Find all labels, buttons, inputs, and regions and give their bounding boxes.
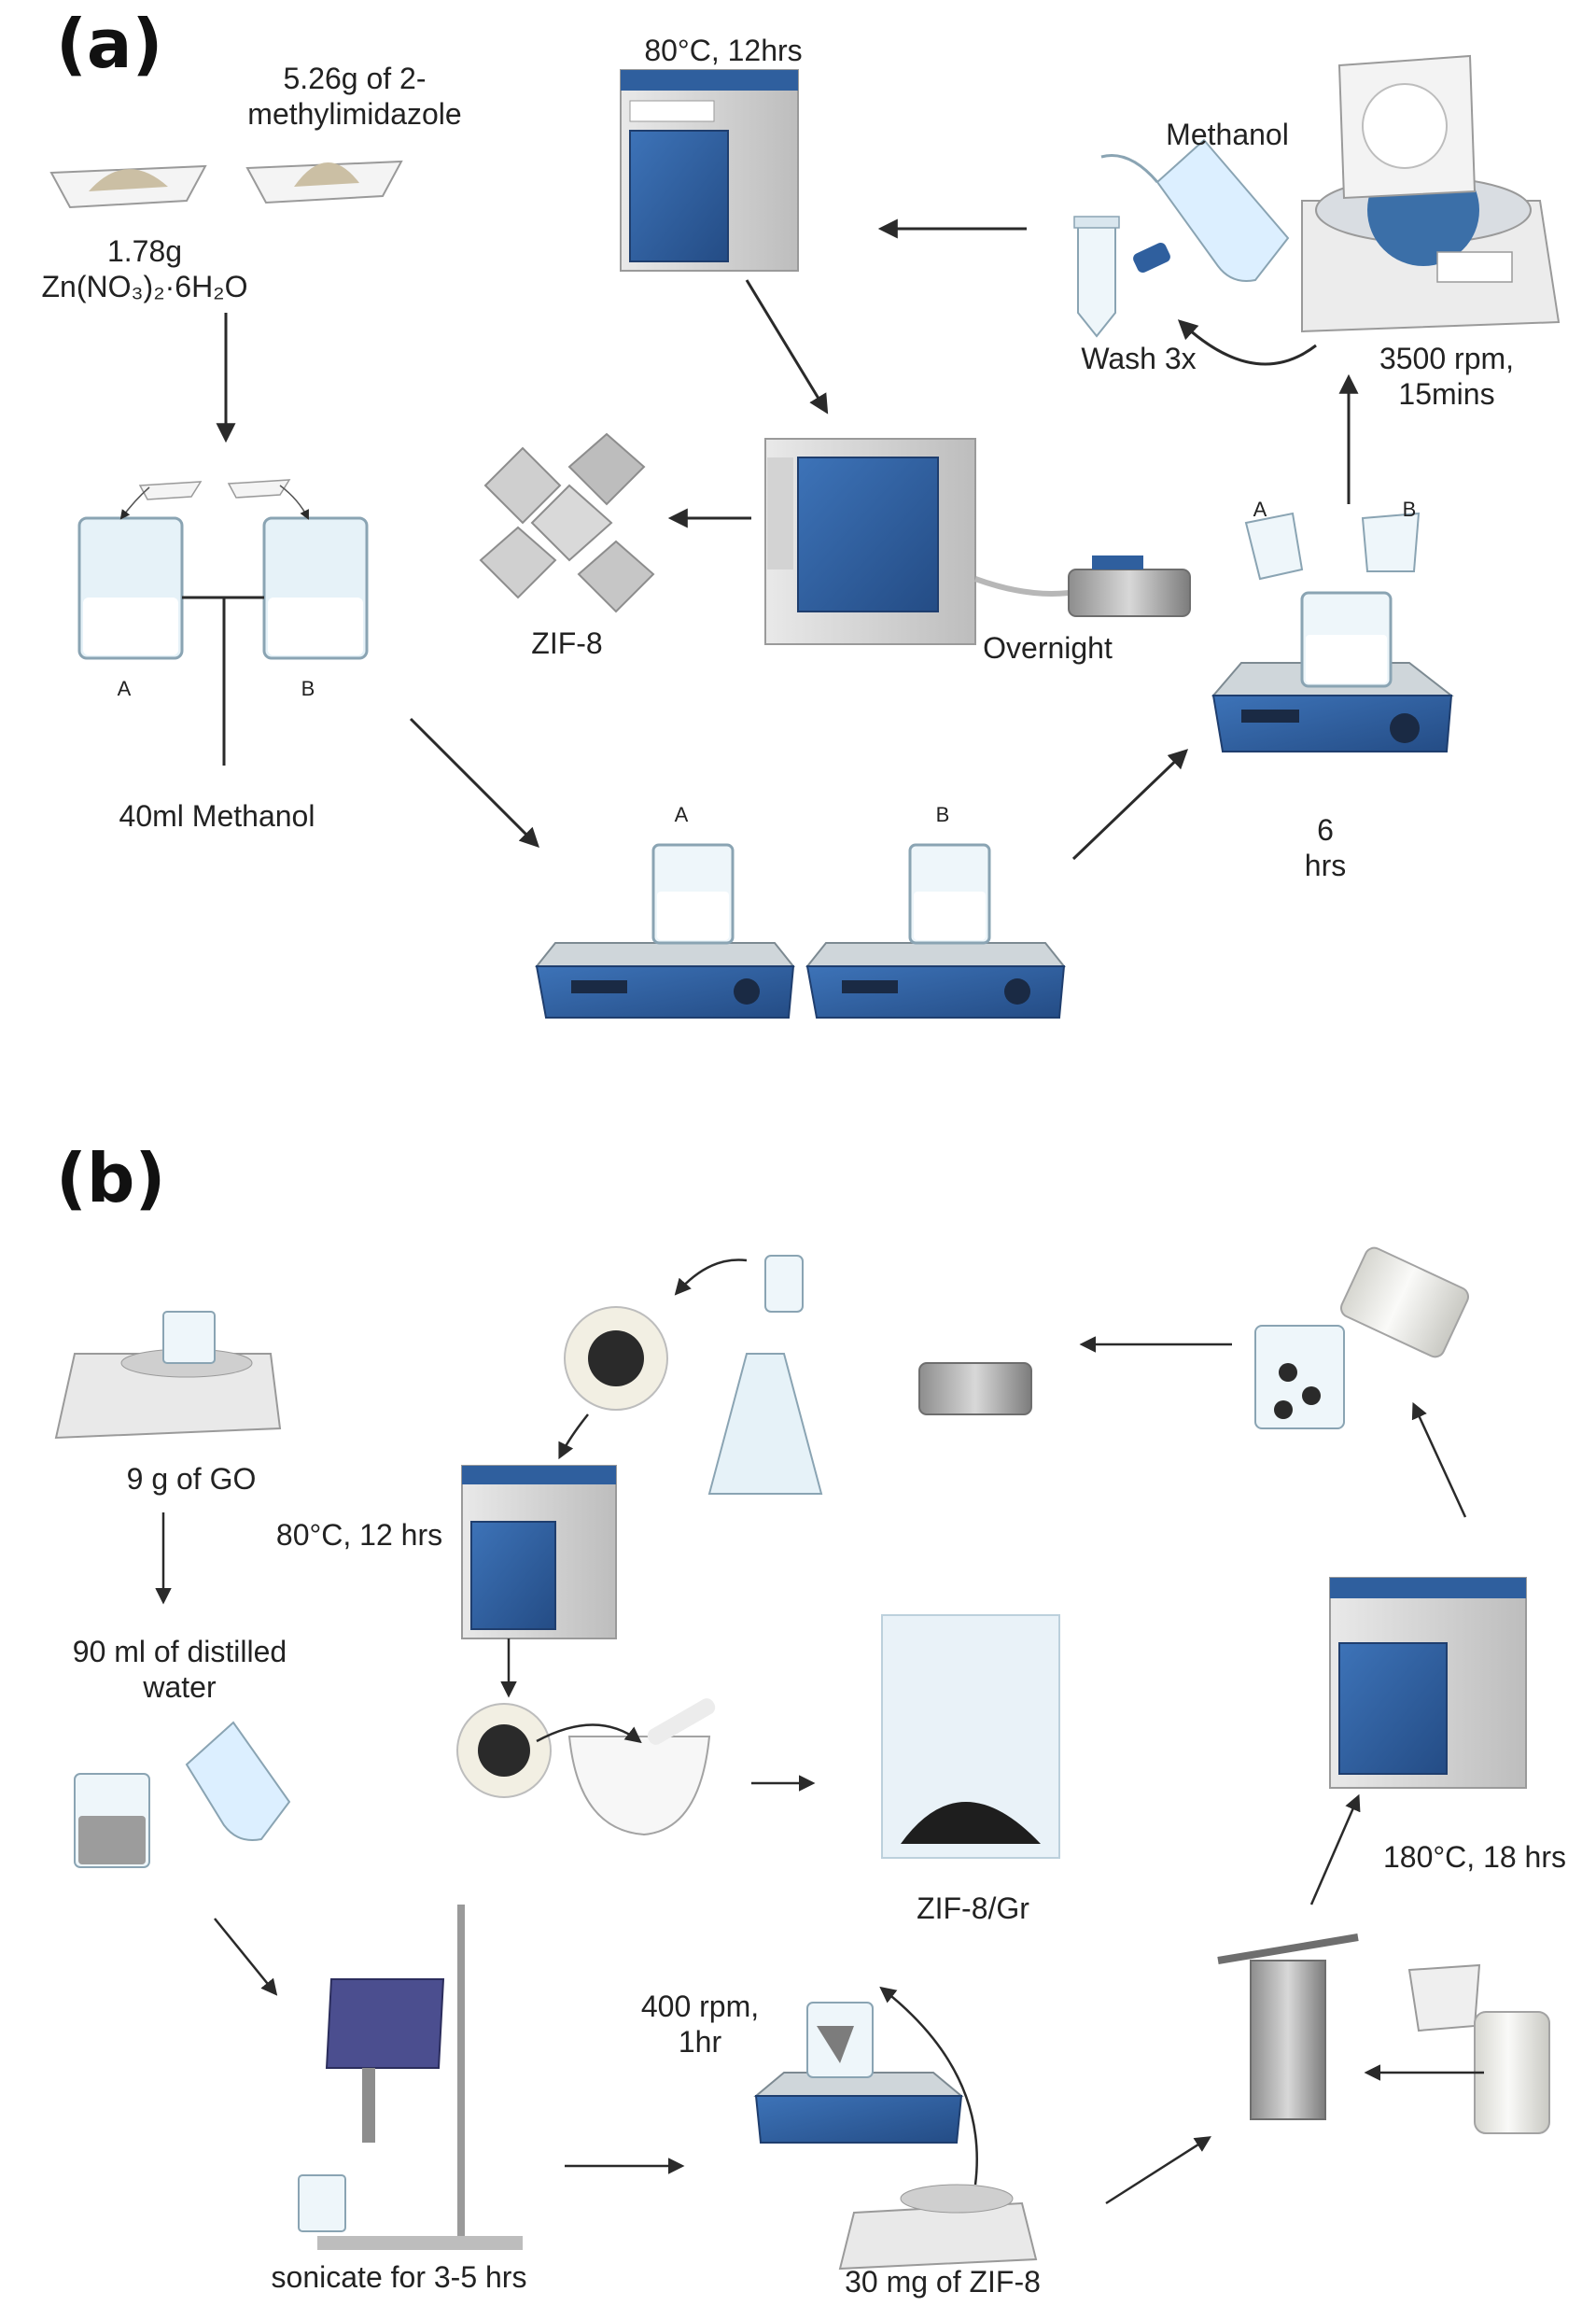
reagent-zinc-mass: 1.78g	[106, 234, 183, 268]
wash-label: Wash 3x	[1081, 342, 1197, 375]
balance-icon	[54, 1311, 282, 1440]
oven-b-icon	[1329, 1577, 1527, 1789]
zipbag-icon	[881, 1614, 1060, 1859]
weighing-dish-zinc	[49, 164, 207, 209]
mix-a-label: A	[1253, 498, 1267, 521]
wash-bottle-icon	[1100, 138, 1290, 282]
water-label: 90 ml of distilled water	[61, 1634, 299, 1705]
arrows-panel-a	[216, 218, 1359, 861]
product-zif8-gr-label: ZIF-8/Gr	[917, 1891, 1029, 1925]
beaker-gr-icon	[1254, 1246, 1469, 1429]
stir-time: 1hr	[678, 2025, 722, 2059]
stir-b-label: B	[935, 803, 950, 826]
vacuum-drying-label: Overnight	[983, 631, 1113, 665]
falcon-tube-icon	[1073, 216, 1170, 338]
water-line1: 90 ml of distilled	[72, 1635, 287, 1668]
centrifuge-time: 15mins	[1398, 377, 1495, 411]
zif8-crystals-icon	[479, 432, 655, 613]
beaker-water-icon	[74, 1721, 291, 1868]
oven-icon	[620, 69, 799, 272]
zif-mass-label: 30 mg of ZIF-8	[845, 2265, 1041, 2299]
solvent-label: 40ml Methanol	[119, 799, 315, 833]
balance-zif-icon	[838, 2184, 1038, 2271]
stir-time-line1: 6	[1317, 813, 1334, 847]
reagent-zinc-label: 1.78g Zn(NO₃)₂·6H₂O	[19, 233, 271, 304]
filtration-icon	[564, 1255, 1032, 1495]
centrifuge-label: 3500 rpm, 15mins	[1367, 341, 1526, 412]
go-mass-label: 9 g of GO	[126, 1462, 257, 1496]
oven-condition-label: 80°C, 12hrs	[644, 34, 803, 67]
product-zif8-label: ZIF-8	[531, 626, 603, 660]
arrows-panel-b	[155, 1258, 1484, 2205]
sonicator-icon	[298, 1905, 523, 2250]
reagent-2mim-label: 5.26g of 2- methylimidazole	[233, 61, 476, 132]
stirrer-a-icon	[534, 843, 796, 1019]
stir-speed: 400 rpm,	[640, 1990, 760, 2023]
hotplate-stirrer-icon	[753, 2002, 964, 2144]
weighing-dish-2mim	[245, 160, 403, 204]
autoclave-icon	[1217, 1933, 1550, 2134]
hydrothermal-label: 180°C, 18 hrs	[1382, 1840, 1566, 1874]
vacuum-oven-icon	[764, 438, 976, 645]
beaker-a-icon	[77, 516, 184, 660]
stir-condition-label: 400 rpm, 1hr	[635, 1989, 765, 2060]
stir-time-line2: hrs	[1304, 849, 1347, 882]
stirrer-b-icon	[805, 843, 1067, 1019]
centrifuge-icon	[1301, 54, 1561, 333]
beaker-b-icon	[262, 516, 369, 660]
oven-b-condition-label: 80°C, 12 hrs	[275, 1518, 443, 1552]
stir-a-label: A	[674, 803, 689, 826]
water-line2: water	[143, 1670, 217, 1704]
reagent-2mim-line1: 5.26g of 2-	[283, 62, 427, 95]
panel-a-label: (a)	[56, 5, 163, 83]
stir-time-label: 6 hrs	[1288, 812, 1363, 883]
reagent-2mim-line2: methylimidazole	[247, 97, 462, 131]
beaker-a-label: A	[117, 677, 132, 700]
vacuum-pump-icon	[973, 555, 1191, 617]
connector-line	[182, 596, 264, 766]
panel-b-label: (b)	[56, 1139, 166, 1217]
sonicate-label: sonicate for 3-5 hrs	[271, 2260, 527, 2294]
mixing-stirrer-icon	[1211, 512, 1454, 752]
oven-small-icon	[461, 1465, 617, 1639]
wash-solvent-label: Methanol	[1166, 118, 1289, 151]
centrifuge-speed: 3500 rpm,	[1379, 342, 1515, 375]
beaker-b-label: B	[301, 677, 315, 700]
small-dish-icon	[119, 479, 309, 520]
mortar-pestle-icon	[456, 1698, 716, 1836]
reagent-zinc-formula: Zn(NO₃)₂·6H₂O	[41, 270, 248, 303]
mix-b-label: B	[1402, 498, 1417, 521]
